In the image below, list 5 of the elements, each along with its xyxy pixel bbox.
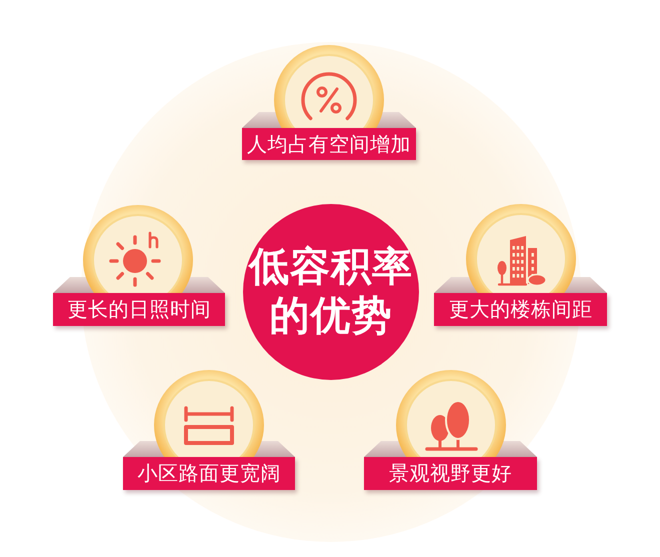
- label-banner: 小区路面更宽阔: [123, 457, 295, 490]
- label-banner: 更长的日照时间: [53, 293, 225, 326]
- label-banner: 更大的楼栋间距: [434, 293, 607, 326]
- label-banner: 景观视野更好: [364, 457, 537, 490]
- label-banner: 人均占有空间增加: [242, 128, 416, 160]
